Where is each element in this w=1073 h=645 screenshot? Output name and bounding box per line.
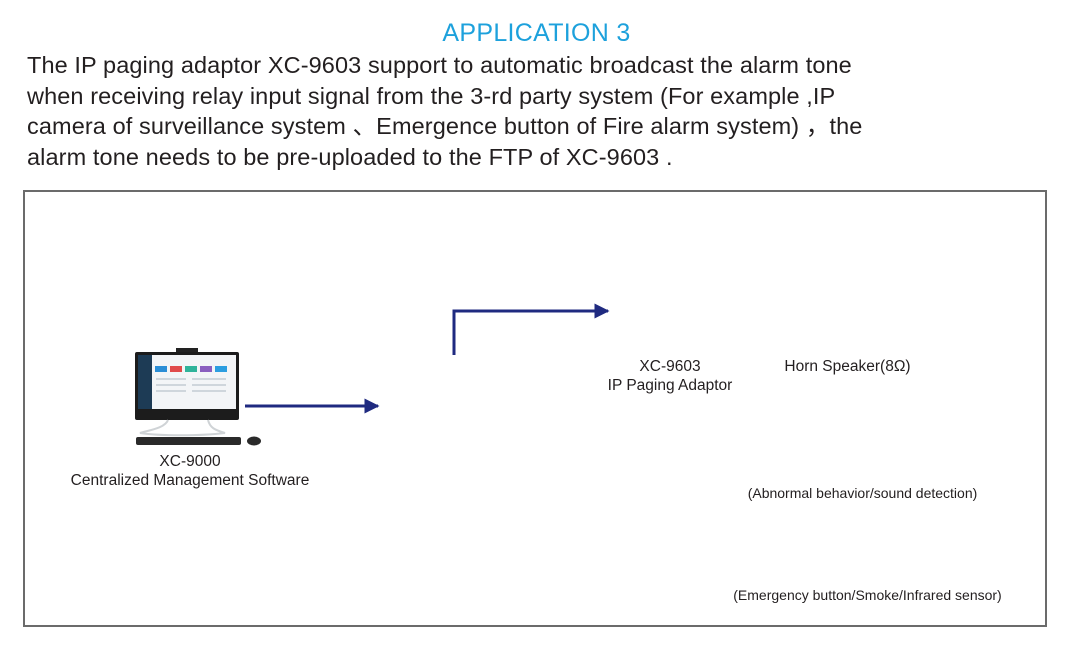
adaptor-model: XC-9603 [639,358,701,375]
speaker-label: Horn Speaker(8Ω) [784,358,911,375]
diagram-frame [23,190,1047,627]
description-line: The IP paging adaptor XC-9603 support to… [27,52,852,78]
lan-to-adaptor-link [452,303,610,355]
adaptor-label: XC-9603 IP Paging Adaptor [590,357,750,395]
adaptor-name: IP Paging Adaptor [607,377,733,394]
description-line: alarm tone needs to be pre-uploaded to t… [27,143,673,170]
lan-label: LAN [430,388,478,415]
all-in-one-pc-icon [135,348,261,446]
description-line: when receiving relay input signal from t… [27,82,836,109]
description-line: camera of surveillance system 、Emergence… [27,113,863,139]
description: The IP paging adaptor XC-9603 support to… [27,50,1047,172]
computer-label: XC-9000 Centralized Management Software [40,452,340,490]
camera-label: (Abnormal behavior/sound detection) [747,485,978,501]
computer-name: Centralized Management Software [70,472,310,489]
computer-model: XC-9000 [159,453,221,470]
page-title: APPLICATION 3 [442,19,631,47]
fire-alarm-label: (Emergency button/Smoke/Infrared sensor) [733,587,1002,603]
